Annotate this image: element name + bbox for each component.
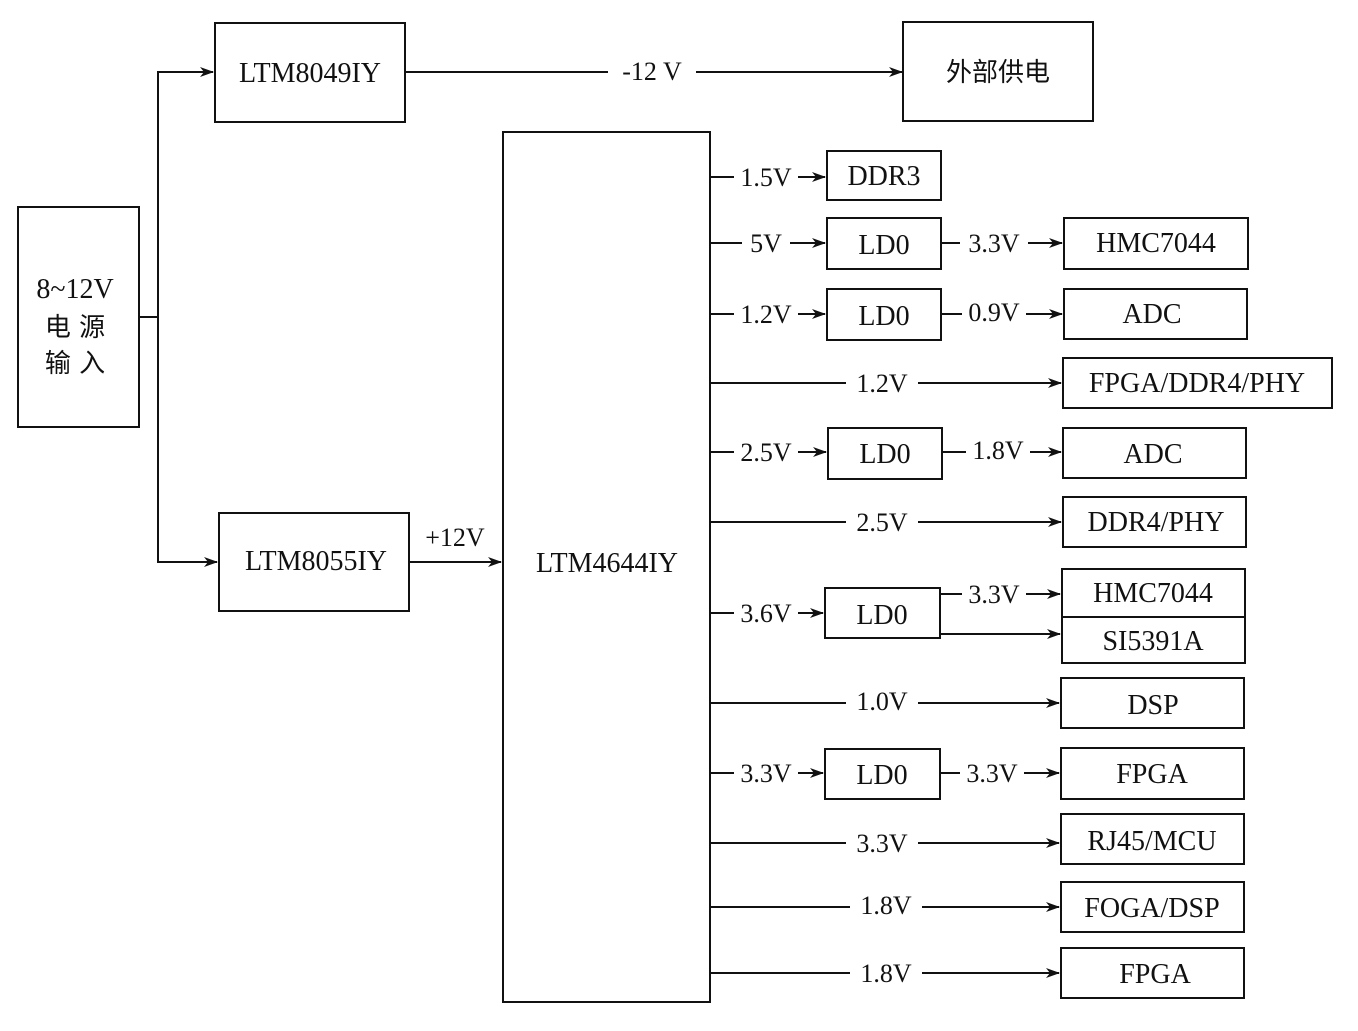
voltage-label-row5-out: 1.8V (972, 436, 1024, 465)
voltage-label-row9-in: 3.3V (740, 759, 792, 788)
ltm8049-block: LTM8049IY (214, 22, 406, 123)
voltage-label-row5-in: 2.5V (740, 438, 792, 467)
voltage-label-pos12: +12V (425, 523, 485, 552)
ldo-block-row3: LD0 (826, 288, 942, 341)
ldo-label-row9: LD0 (856, 760, 907, 791)
hmc7044-label-b: HMC7044 (1093, 578, 1213, 609)
adc-block-b: ADC (1062, 427, 1247, 479)
wire-input-to-ltm8049 (139, 67, 214, 318)
power-input-label-1: 电 源 (45, 313, 105, 343)
wire-input-to-ltm8055 (157, 317, 218, 567)
voltage-label-row10: 3.3V (856, 829, 908, 858)
fpga-label-b: FPGA (1119, 959, 1191, 990)
power-input-label-2: 输 入 (45, 349, 105, 379)
voltage-label-row4: 1.2V (856, 369, 908, 398)
power-input-block: 8~12V 电 源 输 入 (17, 206, 140, 428)
voltage-label-row3-out: 0.9V (968, 298, 1020, 327)
adc-label-b: ADC (1123, 439, 1182, 470)
ddr3-block: DDR3 (826, 150, 942, 201)
foga-dsp-block: FOGA/DSP (1060, 881, 1245, 933)
fpga-ddr4-phy-label: FPGA/DDR4/PHY (1089, 368, 1305, 399)
ltm8055-block: LTM8055IY (218, 512, 410, 612)
fpga-ddr4-phy-block: FPGA/DDR4/PHY (1062, 357, 1333, 409)
voltage-label-neg12: -12 V (622, 57, 682, 86)
dsp-label: DSP (1127, 690, 1178, 721)
ldo-label-row3: LD0 (858, 301, 909, 332)
rj45-mcu-label: RJ45/MCU (1087, 826, 1216, 857)
rj45-mcu-block: RJ45/MCU (1060, 813, 1245, 865)
voltage-label-row1: 1.5V (740, 163, 792, 192)
fpga-block-b: FPGA (1060, 947, 1245, 999)
ldo-block-row9: LD0 (824, 748, 941, 800)
adc-block-a: ADC (1063, 288, 1248, 340)
ltm8049-label: LTM8049IY (239, 58, 381, 89)
fpga-label-a: FPGA (1116, 759, 1188, 790)
hmc7044-block-a: HMC7044 (1063, 217, 1249, 270)
ltm8055-label: LTM8055IY (245, 546, 387, 577)
si5391a-label: SI5391A (1102, 626, 1204, 657)
hmc7044-block-b: HMC7044 (1061, 568, 1246, 618)
voltage-label-row7-out: 3.3V (968, 580, 1020, 609)
ldo-label-row5: LD0 (859, 439, 910, 470)
hmc7044-label-a: HMC7044 (1096, 228, 1216, 259)
ddr4-phy-block: DDR4/PHY (1062, 496, 1247, 548)
external-supply-label: 外部供电 (946, 58, 1050, 88)
voltage-label-row12: 1.8V (860, 959, 912, 988)
ldo-block-row5: LD0 (827, 427, 943, 480)
ldo-label-row2: LD0 (858, 230, 909, 261)
voltage-label-row9-out: 3.3V (966, 759, 1018, 788)
ddr3-label: DDR3 (847, 161, 920, 192)
ldo-label-row7: LD0 (856, 600, 907, 631)
ltm4644-block: LTM4644IY (502, 131, 711, 1003)
ldo-block-row7: LD0 (824, 587, 941, 639)
power-input-voltage: 8~12V (36, 274, 113, 305)
ddr4-phy-label: DDR4/PHY (1088, 507, 1225, 538)
external-supply-block: 外部供电 (902, 21, 1094, 122)
ldo-block-row2: LD0 (826, 217, 942, 270)
ltm4644-label: LTM4644IY (536, 548, 678, 579)
adc-label-a: ADC (1122, 299, 1181, 330)
fpga-block-a: FPGA (1060, 747, 1245, 800)
si5391a-block: SI5391A (1061, 616, 1246, 664)
voltage-label-row7-in: 3.6V (740, 599, 792, 628)
voltage-label-row6: 2.5V (856, 508, 908, 537)
voltage-label-row11: 1.8V (860, 891, 912, 920)
voltage-label-row2-in: 5V (750, 229, 782, 258)
voltage-label-row3-in: 1.2V (740, 300, 792, 329)
voltage-label-row2-out: 3.3V (968, 229, 1020, 258)
voltage-label-row8: 1.0V (856, 687, 908, 716)
foga-dsp-label: FOGA/DSP (1084, 893, 1219, 924)
dsp-block: DSP (1060, 677, 1245, 729)
